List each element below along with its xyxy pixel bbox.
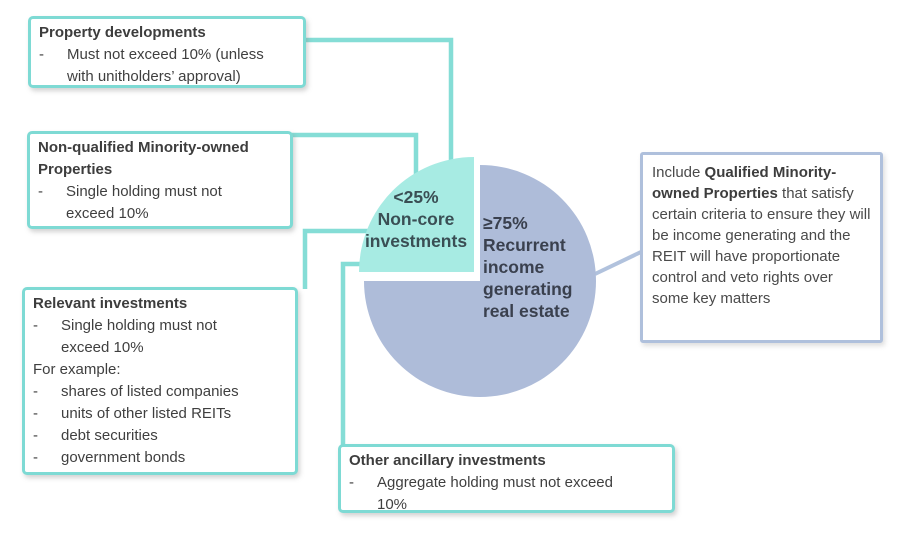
- note-text-prefix: Include: [652, 164, 705, 181]
- recurrent-slice-label: ≥75% Recurrent income generating real es…: [483, 212, 603, 322]
- connector-property-developments: [303, 37, 454, 166]
- pie-slice-recurrent-income: [364, 165, 596, 397]
- non-core-text1: Non-core: [377, 209, 455, 229]
- bullet-item: - debt securities: [33, 425, 287, 447]
- bullet-dash: -: [33, 427, 38, 444]
- bullet-text: Must not exceed 10% (unless with unithol…: [67, 46, 264, 85]
- connector-relevant-investments: [302, 228, 370, 289]
- bullet-dash: -: [39, 46, 44, 63]
- callout-title: Relevant investments: [33, 295, 188, 312]
- bullet-dash: -: [33, 449, 38, 466]
- recurrent-text2: income: [483, 257, 545, 277]
- connector-qualified-note: [594, 249, 644, 276]
- recurrent-text4: real estate: [483, 301, 570, 321]
- bullet-dash: -: [33, 317, 38, 334]
- bullet-text: Single holding must not exceed 10%: [61, 317, 217, 356]
- connector-non-qualified: [291, 132, 419, 182]
- bullet-item: - units of other listed REITs: [33, 403, 287, 425]
- recurrent-text1: Recurrent: [483, 235, 566, 255]
- callout-other-ancillary: Other ancillary investments - Aggregate …: [338, 444, 675, 513]
- bullet-text: units of other listed REITs: [61, 405, 232, 422]
- connector-other-ancillary: [340, 261, 364, 446]
- callout-relevant-investments: Relevant investments - Single holding mu…: [22, 287, 298, 475]
- bullet-text: Aggregate holding must not exceed 10%: [377, 474, 613, 513]
- note-text-bold: Qualified Minority-owned Properties: [652, 164, 837, 202]
- bullet-dash: -: [33, 405, 38, 422]
- bullet-item: - shares of listed companies: [33, 381, 287, 403]
- callout-property-developments: Property developments - Must not exceed …: [28, 16, 306, 88]
- bullet-item: - Must not exceed 10% (unless with unith…: [39, 44, 295, 88]
- recurrent-text3: generating: [483, 279, 573, 299]
- bullet-text: debt securities: [61, 427, 158, 444]
- non-core-text2: investments: [364, 231, 468, 251]
- non-core-slice-label: <25% Non-core investments: [352, 186, 480, 252]
- bullet-text: shares of listed companies: [61, 383, 239, 400]
- callout-non-qualified: Non-qualified Minority-owned Properties …: [27, 131, 293, 229]
- callout-title: Property developments: [39, 24, 206, 41]
- pie-slice-non-core: [359, 157, 474, 272]
- bullet-text: Single holding must not exceed 10%: [66, 183, 222, 222]
- bullet-dash: -: [33, 383, 38, 400]
- non-core-pct: <25%: [393, 187, 439, 207]
- bullet-item: - Aggregate holding must not exceed 10%: [349, 472, 664, 516]
- bullet-dash: -: [349, 474, 354, 491]
- bullet-text: government bonds: [61, 449, 186, 466]
- note-text-suffix: that satisfy certain criteria to ensure …: [652, 185, 871, 307]
- for-example-label: For example:: [33, 361, 121, 378]
- recurrent-pct: ≥75%: [483, 213, 528, 233]
- callout-qualified-note: Include Qualified Minority-owned Propert…: [640, 152, 883, 343]
- callout-title: Other ancillary investments: [349, 452, 546, 469]
- bullet-item: - Single holding must not exceed 10%: [38, 181, 282, 225]
- bullet-item: - Single holding must not exceed 10%: [33, 315, 287, 359]
- bullet-dash: -: [38, 183, 43, 200]
- callout-title: Non-qualified Minority-owned Properties: [38, 139, 249, 178]
- bullet-item: - government bonds: [33, 447, 287, 469]
